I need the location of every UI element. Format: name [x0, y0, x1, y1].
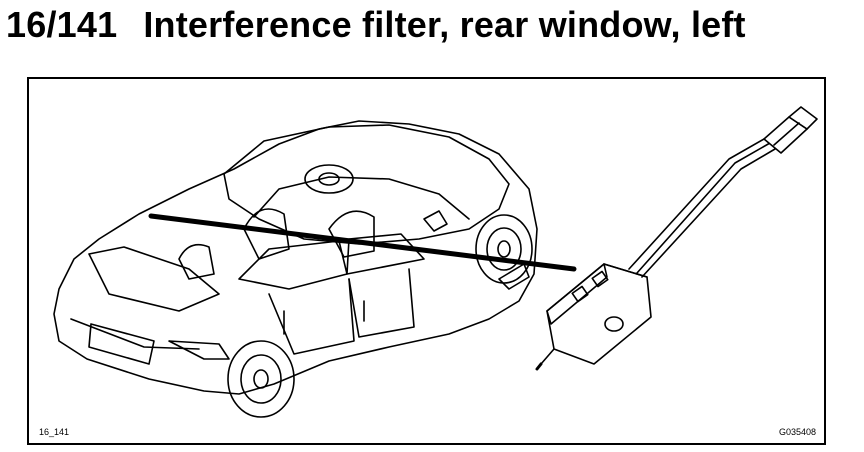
title-text: Interference filter, rear window, left [143, 4, 746, 45]
figure-code: G035408 [778, 427, 816, 437]
leader-line [148, 213, 577, 272]
cable-connector [763, 106, 818, 154]
front-wheel [475, 214, 533, 284]
car-body [53, 120, 538, 395]
filter-cables [628, 138, 776, 278]
figure-frame: 16_141 G035408 [27, 77, 826, 445]
page-title: 16/141 Interference filter, rear window, … [6, 0, 746, 50]
car-illustration [53, 106, 818, 418]
rear-wheel [227, 340, 295, 418]
interference-filter [535, 263, 652, 371]
title-number: 16/141 [6, 4, 118, 45]
figure-number: 16_141 [39, 427, 70, 437]
